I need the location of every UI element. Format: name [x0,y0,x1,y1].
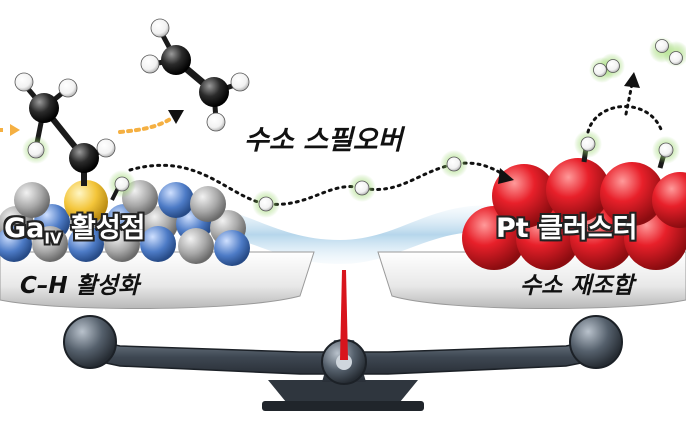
ethylene-molecule [141,19,249,131]
right-beam-knob [570,316,622,368]
ga-site-subscript: IV [44,229,61,247]
left-beam-knob [64,316,116,368]
left-pan-label: C–H 활성화 [20,266,139,300]
h2-molecules [589,37,686,83]
right-pan-label: 수소 재조합 [520,266,634,300]
ga-site-suffix: 활성점 [62,213,146,244]
pt-cluster-label: Pt 클러스터 [496,206,637,245]
recombination-arrow [588,106,662,132]
ga-site-label: GaIV 활성점 [4,206,146,247]
reaction-arrows [0,110,184,136]
ga-site-prefix: Ga [4,213,44,244]
scale-pointer [340,270,348,360]
desorption-arrow [626,84,632,114]
spillover-label: 수소 스필오버 [244,118,402,157]
ethane-molecule [15,73,115,186]
